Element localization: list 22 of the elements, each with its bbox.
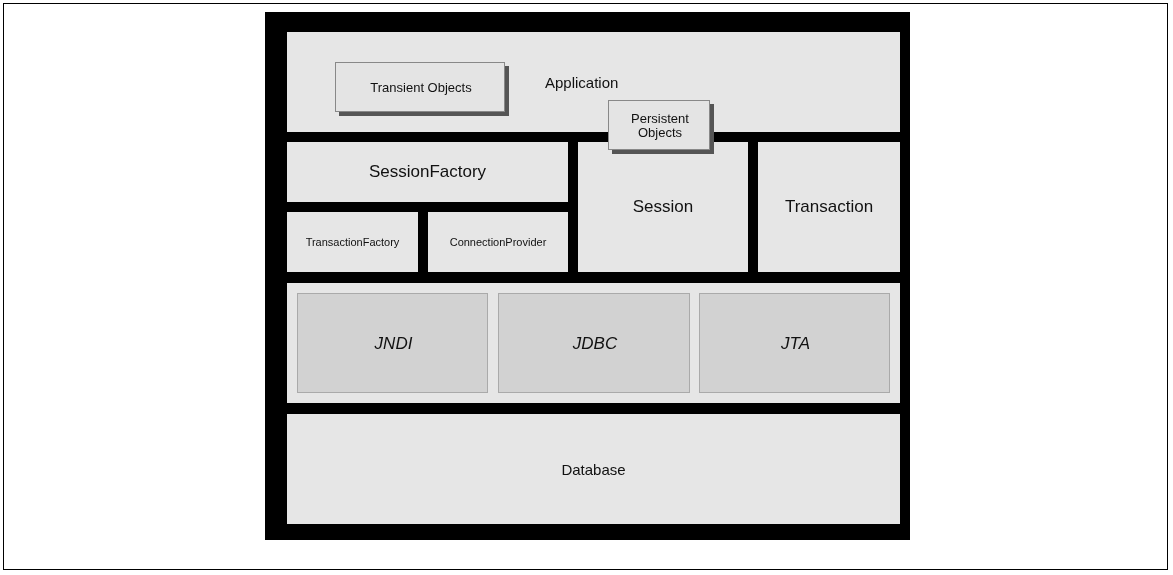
layer-panel bbox=[428, 212, 568, 272]
panel-label: JTA bbox=[781, 334, 810, 354]
panel-label: Application bbox=[545, 74, 619, 91]
layer-panel bbox=[287, 283, 900, 403]
panel-label: Database bbox=[561, 460, 626, 478]
panel-label: ConnectionProvider bbox=[449, 236, 547, 248]
panel-label: SessionFactory bbox=[368, 162, 487, 182]
layer-panel bbox=[758, 142, 900, 272]
panel-label: Persistent Objects bbox=[630, 112, 690, 140]
panel-label: Transaction bbox=[784, 197, 874, 217]
panel-label: Session bbox=[632, 197, 694, 217]
panel-label: TransactionFactory bbox=[305, 236, 400, 248]
layer-panel bbox=[287, 212, 418, 272]
layer-panel bbox=[287, 142, 568, 202]
api-box bbox=[699, 293, 890, 393]
api-box bbox=[498, 293, 690, 393]
layer-panel bbox=[287, 414, 900, 524]
layer-panel bbox=[578, 142, 748, 272]
panel-label: Transient Objects bbox=[370, 81, 472, 95]
api-box bbox=[297, 293, 488, 393]
panel-label: JNDI bbox=[374, 334, 413, 354]
panel-label: JDBC bbox=[572, 334, 618, 354]
